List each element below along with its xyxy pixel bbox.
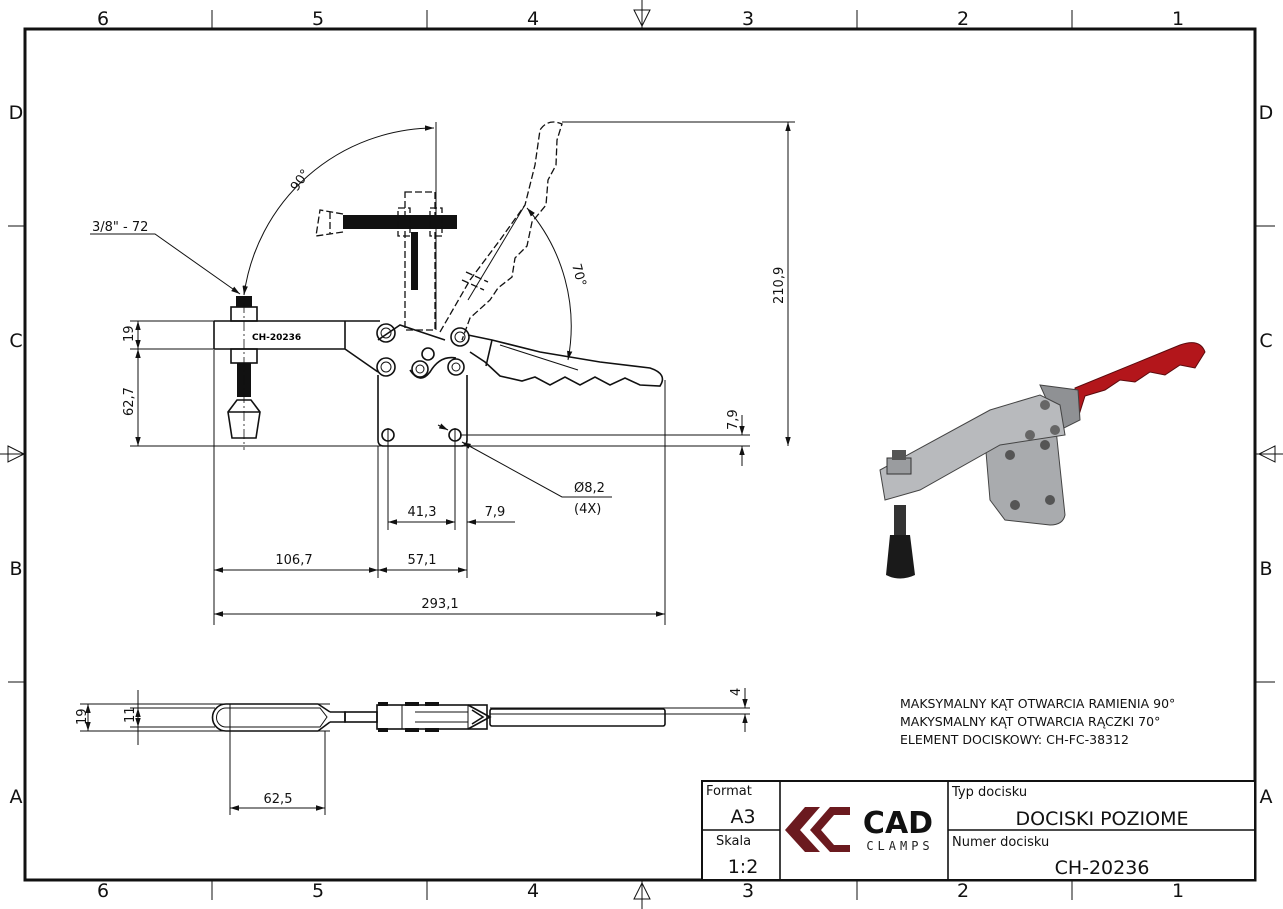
dim-side-handle: 4 bbox=[729, 688, 744, 696]
dim-hole-spacing: 41,3 bbox=[408, 505, 437, 520]
side-view: 19 11 4 62,5 bbox=[75, 688, 750, 815]
dim-total-length: 293,1 bbox=[421, 597, 458, 612]
zone-col: 1 bbox=[1172, 8, 1184, 30]
arm-angle-label: 90° bbox=[288, 167, 314, 194]
zone-labels: 6 5 4 3 2 1 6 5 4 3 2 1 D C B A D C B A bbox=[9, 8, 1274, 902]
cad-clamps-logo: CAD CLAMPS bbox=[785, 806, 933, 853]
type-value: DOCISKI POZIOME bbox=[1015, 808, 1188, 830]
dim-base-offset: 7,9 bbox=[726, 409, 741, 430]
note-clamping-element: ELEMENT DOCISKOWY: CH-FC-38312 bbox=[900, 732, 1129, 747]
zone-col: 6 bbox=[97, 8, 109, 30]
scale-label: Skala bbox=[716, 834, 751, 849]
zone-col: 5 bbox=[312, 880, 324, 902]
zone-col: 6 bbox=[97, 880, 109, 902]
zone-col: 4 bbox=[527, 880, 539, 902]
logo-main: CAD bbox=[863, 806, 933, 841]
front-view: 90° 70° CH-20236 bbox=[90, 121, 795, 625]
format-label: Format bbox=[706, 784, 752, 799]
dim-total-height: 210,9 bbox=[772, 267, 787, 304]
zone-row: C bbox=[1259, 330, 1272, 352]
zone-col: 2 bbox=[957, 880, 969, 902]
number-value: CH-20236 bbox=[1055, 857, 1150, 879]
type-label: Typ docisku bbox=[951, 785, 1027, 800]
dim-arm-length: 106,7 bbox=[275, 553, 312, 568]
dim-base-width: 57,1 bbox=[408, 553, 437, 568]
note-arm-angle: MAKSYMALNY KĄT OTWARCIA RAMIENIA 90° bbox=[900, 696, 1175, 711]
dim-slot-length: 62,5 bbox=[264, 792, 293, 807]
zone-col: 1 bbox=[1172, 880, 1184, 902]
zone-row: B bbox=[1259, 558, 1272, 580]
dim-arm-height: 19 bbox=[122, 325, 137, 342]
zone-col: 5 bbox=[312, 8, 324, 30]
zone-col: 3 bbox=[742, 8, 754, 30]
title-block: Format A3 Skala 1:2 CAD CLAMPS Typ docis… bbox=[701, 780, 1256, 881]
zone-row: A bbox=[10, 786, 23, 808]
zone-row: C bbox=[9, 330, 22, 352]
scale-value: 1:2 bbox=[728, 856, 759, 878]
zone-row: B bbox=[9, 558, 22, 580]
handle-angle-label: 70° bbox=[568, 262, 588, 288]
zone-row: D bbox=[1259, 102, 1274, 124]
zone-col: 4 bbox=[527, 8, 539, 30]
note-handle-angle: MAKYSMALNY KĄT OTWARCIA RĄCZKI 70° bbox=[900, 714, 1160, 729]
zone-col: 2 bbox=[957, 8, 969, 30]
dim-hole-dia: Ø8,2 bbox=[574, 481, 605, 496]
dim-arm-to-base: 62,7 bbox=[122, 387, 137, 416]
zone-col: 3 bbox=[742, 880, 754, 902]
logo-sub: CLAMPS bbox=[866, 839, 933, 853]
drawing-notes: MAKSYMALNY KĄT OTWARCIA RAMIENIA 90° MAK… bbox=[900, 696, 1175, 747]
dim-side-width: 19 bbox=[75, 708, 90, 725]
clamp-3d-render bbox=[879, 342, 1206, 579]
format-value: A3 bbox=[730, 806, 755, 828]
zone-row: D bbox=[9, 102, 24, 124]
zone-row: A bbox=[1260, 786, 1273, 808]
open-position-phantom bbox=[315, 121, 563, 341]
dim-hole-edge: 7,9 bbox=[485, 505, 506, 520]
number-label: Numer docisku bbox=[952, 835, 1049, 850]
dim-thread: 3/8" - 72 bbox=[92, 220, 148, 235]
arm-marking: CH-20236 bbox=[252, 333, 301, 343]
dim-hole-count: (4X) bbox=[574, 502, 601, 517]
dim-side-slot: 11 bbox=[123, 706, 138, 723]
